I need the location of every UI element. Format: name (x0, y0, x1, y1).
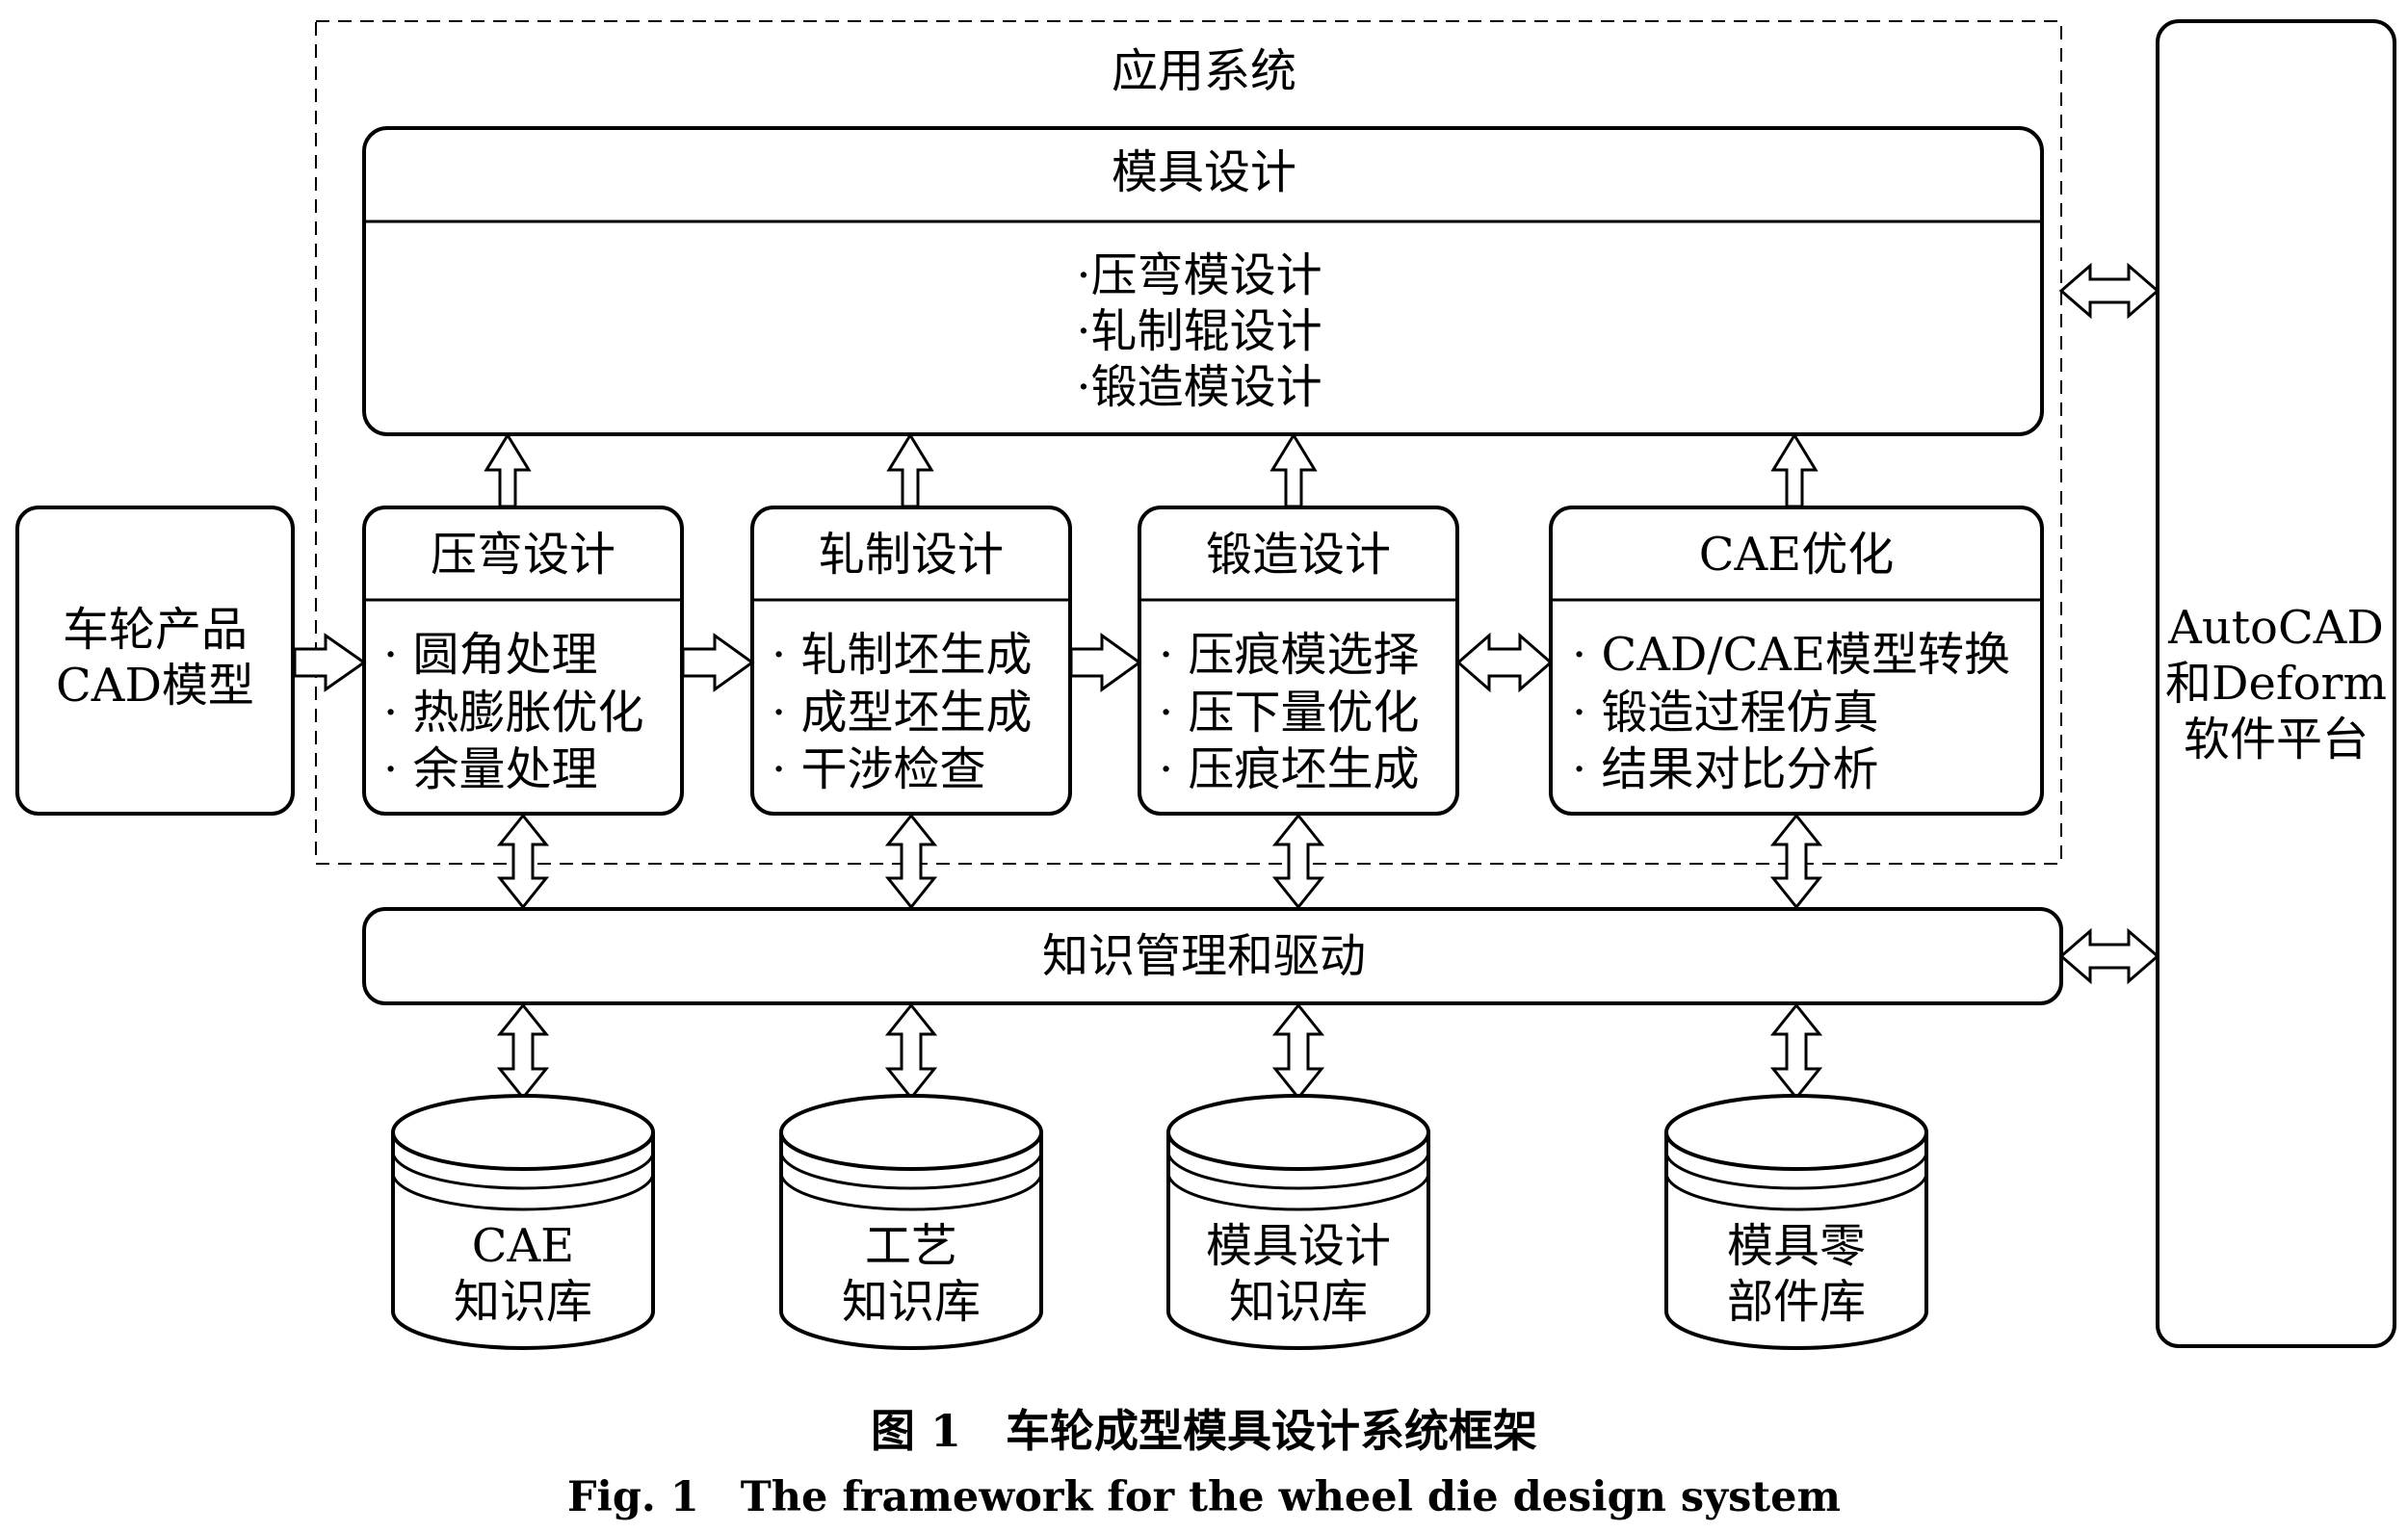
figure-caption-english: Fig. 1 The framework for the wheel die d… (567, 1473, 1841, 1521)
input-line: CAD模型 (56, 659, 254, 713)
input-line: 车轮产品 (63, 603, 248, 657)
database-line: CAE (472, 1219, 574, 1273)
up-arrow (1770, 432, 1819, 508)
module-title: 轧制设计 (819, 528, 1004, 582)
software-platform: AutoCAD 和Deform 软件平台 (2156, 19, 2396, 1348)
database-mold-parts: 模具零 部件库 (1664, 1094, 1928, 1350)
input-box (15, 506, 295, 816)
module-title: CAE优化 (1699, 528, 1894, 582)
database-line: 模具设计 (1206, 1219, 1391, 1273)
cylinder-ring (1664, 1151, 1928, 1190)
module-item: · 干涉检查 (772, 742, 986, 796)
mold-design-box (362, 126, 2044, 436)
cylinder-body (391, 1132, 655, 1350)
cylinder-ring (779, 1172, 1043, 1211)
cylinder-ring (1664, 1172, 1928, 1211)
up-arrow (1269, 432, 1318, 508)
up-arrow (484, 432, 532, 508)
module-title: 压弯设计 (431, 528, 615, 582)
module-item: · 余量处理 (383, 742, 598, 796)
vertical-double-arrow (1769, 813, 1823, 910)
vertical-double-arrow (1271, 813, 1325, 910)
cylinder-top (391, 1094, 655, 1171)
right-arrow (293, 633, 367, 692)
vertical-double-arrow (496, 813, 550, 910)
database-cae: CAE 知识库 (391, 1094, 655, 1350)
knowledge-management-label: 知识管理和驱动 (1042, 929, 1366, 983)
module-item: · 压痕模选择 (1159, 628, 1420, 682)
module-forging: 锻造设计 · 压痕模选择 · 压下量优化 · 压痕坯生成 (1138, 506, 1459, 816)
database-line: 知识库 (454, 1275, 592, 1329)
mold-design-item: ·锻造模设计 (1076, 360, 1322, 414)
database-line: 部件库 (1727, 1275, 1866, 1329)
double-arrow-knowledge-platform (2058, 927, 2160, 985)
database-line: 知识库 (842, 1275, 981, 1329)
cylinder-ring (1166, 1172, 1430, 1211)
database-line: 工艺 (865, 1219, 957, 1273)
figure-caption-chinese: 图 1 车轮成型模具设计系统框架 (871, 1405, 1537, 1457)
cylinder-ring (779, 1151, 1043, 1190)
module-item: · 热膨胀优化 (383, 686, 644, 740)
database-line: 知识库 (1229, 1275, 1368, 1329)
vertical-double-arrow (496, 1002, 550, 1101)
platform-line: 软件平台 (2184, 713, 2369, 766)
platform-line: AutoCAD (2167, 601, 2384, 655)
vertical-double-arrow (884, 1002, 938, 1101)
vertical-double-arrow (1271, 1002, 1325, 1101)
double-arrow-mold-platform (2058, 262, 2160, 320)
application-system-title: 应用系统 (1112, 44, 1296, 98)
module-item: · 结果对比分析 (1572, 742, 1879, 796)
database-mold-design: 模具设计 知识库 (1166, 1094, 1430, 1350)
cylinder-top (1166, 1094, 1430, 1171)
up-arrows (484, 432, 1819, 508)
vertical-double-arrow (884, 813, 938, 910)
vertical-double-arrow (1769, 1002, 1823, 1101)
cylinder-body (779, 1132, 1043, 1350)
module-bending: 压弯设计 · 圆角处理 · 热膨胀优化 · 余量处理 (362, 506, 684, 816)
module-item: · CAD/CAE模型转换 (1572, 628, 2010, 682)
module-item: · 成型坯生成 (772, 686, 1033, 740)
module-item: · 锻造过程仿真 (1572, 686, 1879, 740)
database-process: 工艺 知识库 (779, 1094, 1043, 1350)
cylinder-top (779, 1094, 1043, 1171)
knowledge-management-bar (362, 907, 2063, 1005)
platform-line: 和Deform (2165, 657, 2387, 711)
module-item: · 压下量优化 (1159, 686, 1420, 740)
cylinder-body (1664, 1132, 1928, 1350)
database-line: 模具零 (1727, 1219, 1866, 1273)
module-rolling: 轧制设计 · 轧制坯生成 · 成型坯生成 · 干涉检查 (750, 506, 1072, 816)
module-item: · 压痕坯生成 (1159, 742, 1420, 796)
module-item: · 轧制坯生成 (772, 628, 1033, 682)
module-item: · 圆角处理 (383, 628, 598, 682)
platform-box (2156, 19, 2396, 1348)
cylinder-top (1664, 1094, 1928, 1171)
up-arrow (886, 432, 934, 508)
cylinder-ring (391, 1151, 655, 1190)
module-cae-optimization: CAE优化 · CAD/CAE模型转换 · 锻造过程仿真 · 结果对比分析 (1549, 506, 2044, 816)
mold-design-title: 模具设计 (1112, 145, 1296, 199)
cylinder-ring (1166, 1151, 1430, 1190)
cylinder-body (1166, 1132, 1430, 1350)
knowledge-database-arrows (496, 1002, 1823, 1101)
cylinder-ring (391, 1172, 655, 1211)
double-arrow-forging-cae (1455, 632, 1554, 693)
right-arrow (681, 633, 755, 692)
mold-design-item: ·轧制辊设计 (1076, 304, 1322, 358)
module-knowledge-arrows (496, 813, 1823, 910)
mold-design-item: ·压弯模设计 (1076, 248, 1322, 302)
right-arrows (293, 633, 1142, 692)
right-arrow (1069, 633, 1142, 692)
application-system-boundary (315, 20, 2062, 865)
input-cad-model: 车轮产品 CAD模型 (15, 506, 295, 816)
module-title: 锻造设计 (1206, 528, 1391, 582)
